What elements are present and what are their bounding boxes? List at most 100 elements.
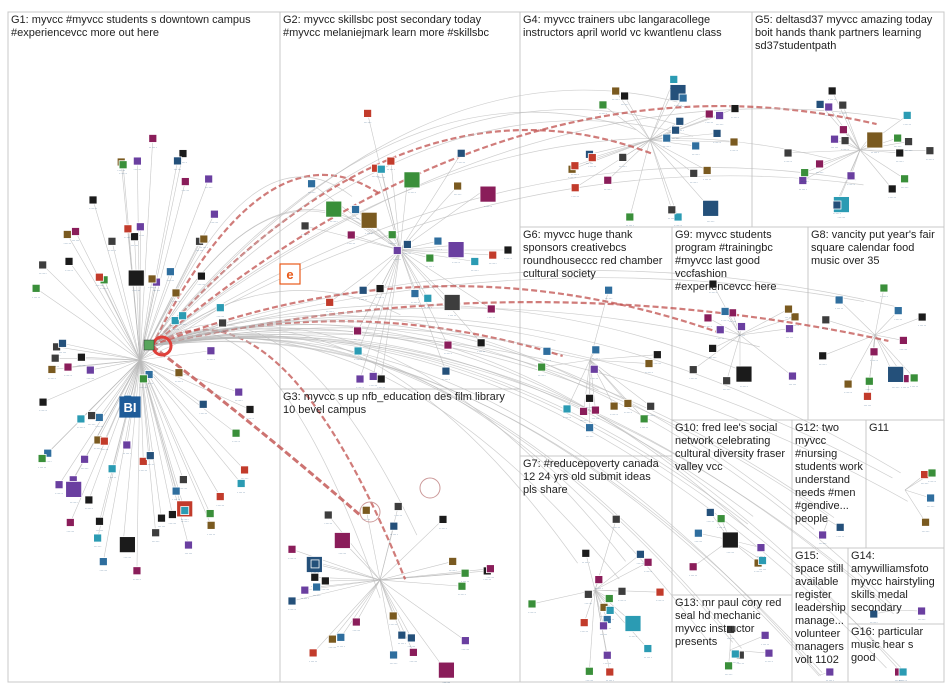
graph-node[interactable] — [369, 372, 377, 380]
graph-node[interactable] — [676, 117, 684, 125]
graph-node[interactable] — [86, 366, 94, 374]
graph-node[interactable] — [461, 569, 469, 577]
graph-node[interactable] — [841, 137, 849, 145]
graph-node[interactable] — [647, 402, 655, 410]
graph-node[interactable] — [729, 309, 737, 317]
graph-node[interactable] — [347, 231, 355, 239]
graph-node[interactable] — [723, 377, 731, 385]
graph-node[interactable] — [442, 367, 450, 375]
graph-node[interactable] — [352, 206, 360, 214]
graph-node[interactable] — [328, 635, 336, 643]
graph-node[interactable] — [149, 134, 157, 142]
graph-node[interactable] — [157, 514, 165, 522]
graph-node[interactable] — [361, 212, 377, 228]
graph-node[interactable] — [727, 625, 735, 633]
graph-node[interactable] — [94, 534, 102, 542]
graph-node[interactable] — [394, 502, 402, 510]
graph-node[interactable] — [828, 87, 836, 95]
graph-node[interactable] — [444, 294, 460, 310]
graph-node[interactable] — [694, 529, 702, 537]
graph-node[interactable] — [326, 298, 334, 306]
graph-node[interactable] — [66, 518, 74, 526]
graph-node[interactable] — [927, 494, 935, 502]
graph-node[interactable] — [543, 347, 551, 355]
graph-node[interactable] — [896, 149, 904, 157]
graph-node[interactable] — [863, 392, 871, 400]
graph-node[interactable] — [206, 510, 214, 518]
graph-node[interactable] — [636, 550, 644, 558]
graph-node[interactable] — [166, 268, 174, 276]
graph-node[interactable] — [449, 557, 457, 565]
graph-node[interactable] — [819, 531, 827, 539]
graph-node[interactable] — [124, 225, 132, 233]
graph-node[interactable] — [89, 196, 97, 204]
graph-node[interactable] — [354, 327, 362, 335]
graph-node[interactable] — [704, 314, 712, 322]
graph-node[interactable] — [831, 135, 839, 143]
graph-node[interactable] — [133, 157, 141, 165]
graph-node[interactable] — [448, 242, 464, 258]
graph-node[interactable] — [334, 532, 350, 548]
graph-node[interactable] — [301, 222, 309, 230]
graph-node[interactable] — [736, 366, 752, 382]
graph-node[interactable] — [624, 399, 632, 407]
graph-node[interactable] — [434, 237, 442, 245]
graph-node[interactable] — [246, 405, 254, 413]
graph-node[interactable] — [590, 365, 598, 373]
graph-node[interactable] — [888, 366, 904, 382]
graph-node[interactable] — [894, 307, 902, 315]
graph-node[interactable] — [822, 316, 830, 324]
graph-node[interactable] — [689, 366, 697, 374]
graph-node[interactable] — [504, 246, 512, 254]
graph-node[interactable] — [489, 251, 497, 259]
graph-node[interactable] — [179, 312, 187, 320]
graph-node[interactable] — [619, 153, 627, 161]
graph-node[interactable] — [626, 213, 634, 221]
graph-node[interactable] — [95, 413, 103, 421]
graph-node[interactable] — [703, 166, 711, 174]
graph-node[interactable] — [672, 126, 680, 134]
graph-node[interactable] — [571, 162, 579, 170]
graph-node[interactable] — [438, 662, 454, 678]
graph-node[interactable] — [168, 511, 176, 519]
graph-node[interactable] — [123, 441, 131, 449]
graph-node[interactable] — [721, 307, 729, 315]
graph-node[interactable] — [477, 339, 485, 347]
graph-node[interactable] — [625, 616, 641, 632]
graph-node[interactable] — [404, 172, 420, 188]
graph-node[interactable] — [717, 515, 725, 523]
graph-node[interactable] — [709, 280, 717, 288]
graph-node[interactable] — [359, 286, 367, 294]
graph-node[interactable] — [784, 305, 792, 313]
graph-node[interactable] — [308, 180, 316, 188]
graph-node[interactable] — [108, 465, 116, 473]
graph-node[interactable] — [321, 577, 329, 585]
graph-node[interactable] — [390, 522, 398, 530]
graph-node[interactable] — [301, 586, 309, 594]
graph-node[interactable] — [592, 346, 600, 354]
graph-node[interactable] — [663, 134, 671, 142]
graph-node[interactable] — [63, 230, 71, 238]
graph-node[interactable] — [146, 452, 154, 460]
graph-node[interactable] — [179, 476, 187, 484]
graph-node[interactable] — [95, 273, 103, 281]
graph-node[interactable] — [603, 651, 611, 659]
graph-node[interactable] — [585, 667, 593, 675]
graph-node[interactable] — [99, 558, 107, 566]
graph-node[interactable] — [761, 631, 769, 639]
graph-node[interactable] — [439, 515, 447, 523]
graph-node[interactable] — [731, 105, 739, 113]
graph-node[interactable] — [580, 619, 588, 627]
graph-node[interactable] — [77, 353, 85, 361]
graph-node[interactable] — [689, 563, 697, 571]
graph-node[interactable] — [784, 149, 792, 157]
graph-node[interactable] — [364, 109, 372, 117]
graph-node[interactable] — [480, 186, 496, 202]
graph-node[interactable] — [600, 622, 608, 630]
graph-node[interactable] — [148, 275, 156, 283]
graph-node[interactable] — [173, 157, 181, 165]
graph-node[interactable] — [51, 354, 59, 362]
graph-node[interactable] — [184, 541, 192, 549]
graph-node[interactable] — [836, 523, 844, 531]
graph-node[interactable] — [205, 175, 213, 183]
